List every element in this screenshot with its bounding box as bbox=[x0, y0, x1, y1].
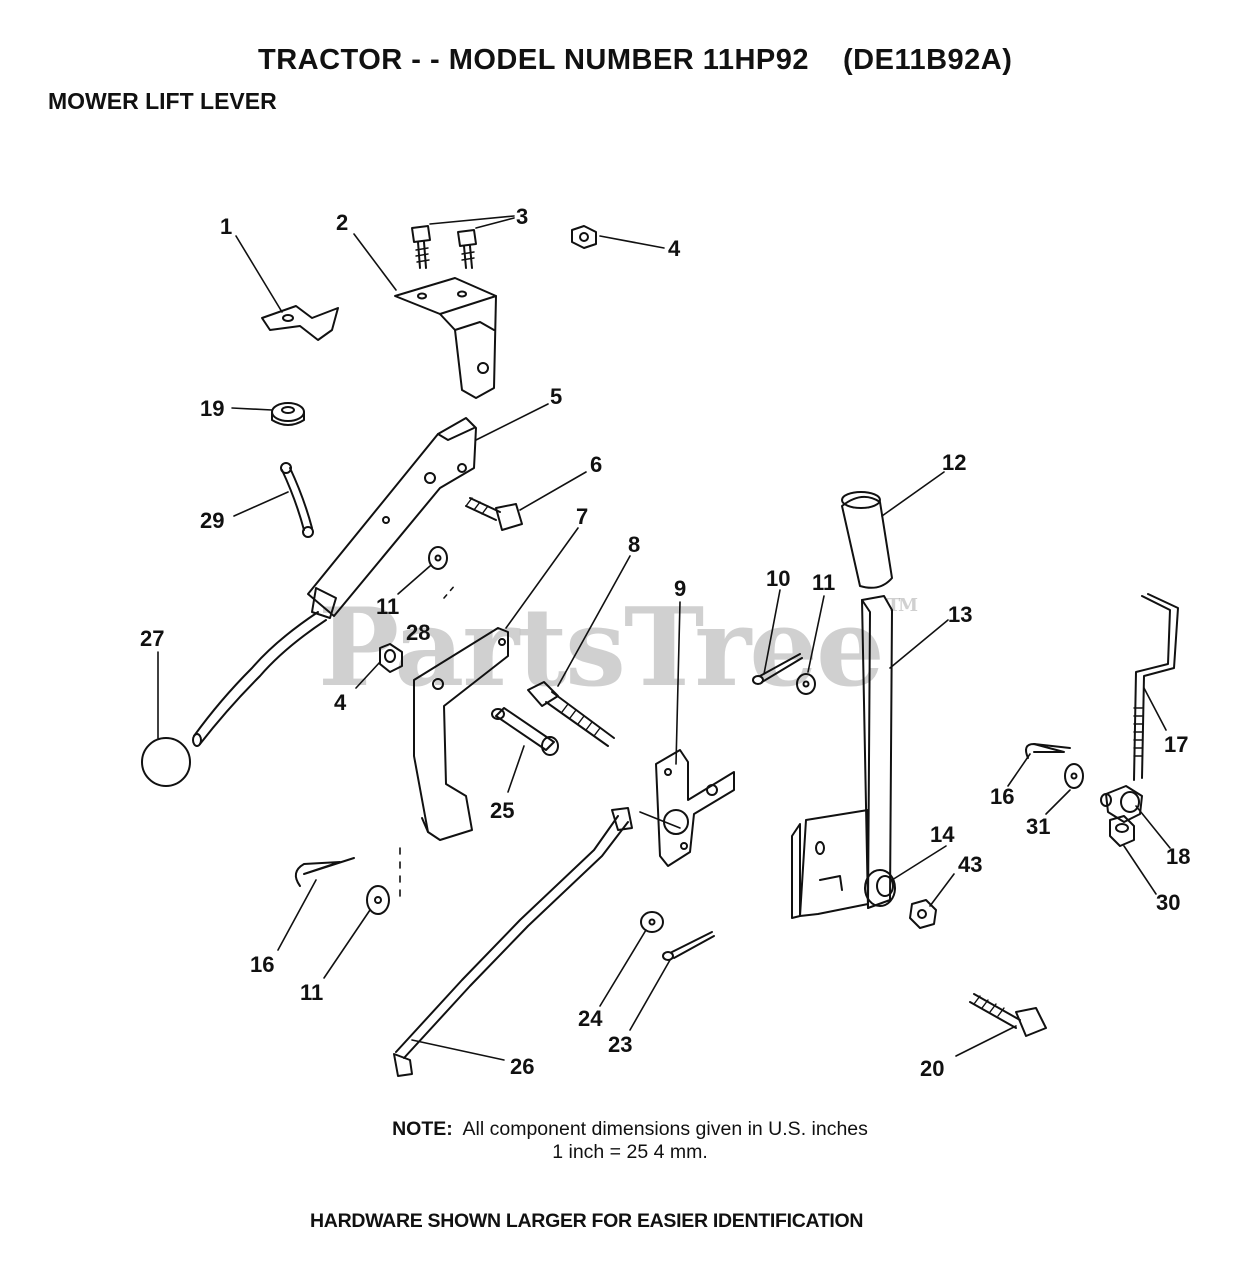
callout-18: 18 bbox=[1166, 844, 1190, 869]
part-9-bracket-plate[interactable] bbox=[639, 749, 735, 867]
note-text: All component dimensions given in U.S. i… bbox=[462, 1118, 868, 1140]
part-19-spacer[interactable] bbox=[271, 402, 305, 426]
part-16-hairpin-b[interactable] bbox=[294, 857, 355, 887]
note-line-1: NOTE: All component dimensions given in … bbox=[300, 1118, 960, 1141]
hardware-footer: HARDWARE SHOWN LARGER FOR EASIER IDENTIF… bbox=[310, 1210, 864, 1232]
part-26-link-rod[interactable] bbox=[393, 807, 633, 1077]
callout-11-lower: 11 bbox=[300, 980, 323, 1005]
callout-23: 23 bbox=[608, 1032, 632, 1057]
callout-28: 28 bbox=[406, 620, 430, 645]
part-17-rod[interactable] bbox=[1133, 593, 1179, 781]
part-2-bracket[interactable] bbox=[394, 277, 497, 399]
note-label: NOTE: bbox=[392, 1118, 453, 1140]
callout-4-middle: 4 bbox=[334, 690, 347, 715]
part-1-clip[interactable] bbox=[261, 305, 339, 341]
part-3-bolts[interactable] bbox=[411, 225, 477, 269]
model-title: TRACTOR - - MODEL NUMBER 11HP92 bbox=[258, 44, 809, 76]
part-18-swivel[interactable] bbox=[1100, 785, 1143, 823]
section-title: MOWER LIFT LEVER bbox=[48, 88, 277, 114]
callout-29: 29 bbox=[200, 508, 224, 533]
diagram-title: TRACTOR - - MODEL NUMBER 11HP92 (DE11B92A… bbox=[258, 44, 1012, 77]
callout-11-upper: 11 bbox=[376, 594, 399, 619]
part-11-washer-a[interactable] bbox=[428, 546, 448, 570]
callout-19: 19 bbox=[200, 396, 224, 421]
part-10-cotter-pin[interactable] bbox=[752, 653, 803, 685]
part-14-bushing[interactable] bbox=[864, 869, 896, 907]
part-29-link[interactable] bbox=[280, 462, 314, 538]
part-13-lift-lever[interactable] bbox=[791, 595, 893, 919]
callout-9: 9 bbox=[674, 576, 686, 601]
part-16-hairpin-a[interactable] bbox=[1025, 743, 1071, 759]
callout-16-left: 16 bbox=[250, 952, 274, 977]
callout-20: 20 bbox=[920, 1056, 944, 1081]
callout-11-right: 11 bbox=[812, 570, 835, 595]
part-12-grip[interactable] bbox=[841, 491, 893, 589]
callout-12: 12 bbox=[942, 450, 966, 475]
part-11-washer-b[interactable] bbox=[796, 673, 816, 695]
callout-4-top: 4 bbox=[668, 236, 681, 261]
part-27-rod-and-knob[interactable] bbox=[141, 611, 327, 787]
callout-10: 10 bbox=[766, 566, 790, 591]
leader-lines bbox=[157, 215, 1171, 1061]
callout-1: 1 bbox=[220, 214, 232, 239]
model-code: (DE11B92A) bbox=[843, 44, 1013, 76]
part-8-bolt[interactable] bbox=[527, 681, 615, 747]
dimension-note: NOTE: All component dimensions given in … bbox=[300, 1118, 960, 1164]
callout-6: 6 bbox=[590, 452, 602, 477]
callout-8: 8 bbox=[628, 532, 640, 557]
part-30-nut[interactable] bbox=[1109, 815, 1135, 847]
callout-14: 14 bbox=[930, 822, 955, 847]
part-43-nut[interactable] bbox=[909, 899, 937, 929]
callout-2: 2 bbox=[336, 210, 348, 235]
callout-43: 43 bbox=[958, 852, 982, 877]
callout-30: 30 bbox=[1156, 890, 1180, 915]
callout-13: 13 bbox=[948, 602, 972, 627]
part-4-nut-top[interactable] bbox=[571, 225, 597, 249]
callout-7: 7 bbox=[576, 504, 588, 529]
part-11-washer-c[interactable] bbox=[366, 885, 390, 915]
callout-16-right: 16 bbox=[990, 784, 1014, 809]
callout-17: 17 bbox=[1164, 732, 1188, 757]
callout-3: 3 bbox=[516, 204, 528, 229]
part-4-nut-middle[interactable] bbox=[379, 643, 403, 673]
part-25-tube[interactable] bbox=[491, 707, 559, 756]
callout-26: 26 bbox=[510, 1054, 534, 1079]
note-line-2: 1 inch = 25 4 mm. bbox=[552, 1141, 708, 1163]
part-20-bolt[interactable] bbox=[969, 993, 1047, 1037]
callout-27: 27 bbox=[140, 626, 164, 651]
callout-31: 31 bbox=[1026, 814, 1050, 839]
part-6-bolt[interactable] bbox=[465, 497, 523, 531]
part-24-washer[interactable] bbox=[640, 911, 664, 933]
part-23-cotter-pin[interactable] bbox=[662, 931, 715, 961]
callout-labels: 1 2 3 4 19 5 6 12 29 7 8 10 11 9 13 11 2… bbox=[140, 204, 1190, 1081]
callout-24: 24 bbox=[578, 1006, 603, 1031]
part-5-lift-arm[interactable] bbox=[307, 417, 477, 619]
part-31-washer[interactable] bbox=[1064, 763, 1084, 789]
callout-5: 5 bbox=[550, 384, 562, 409]
part-7-lever-plate[interactable] bbox=[413, 627, 509, 841]
callout-25: 25 bbox=[490, 798, 514, 823]
